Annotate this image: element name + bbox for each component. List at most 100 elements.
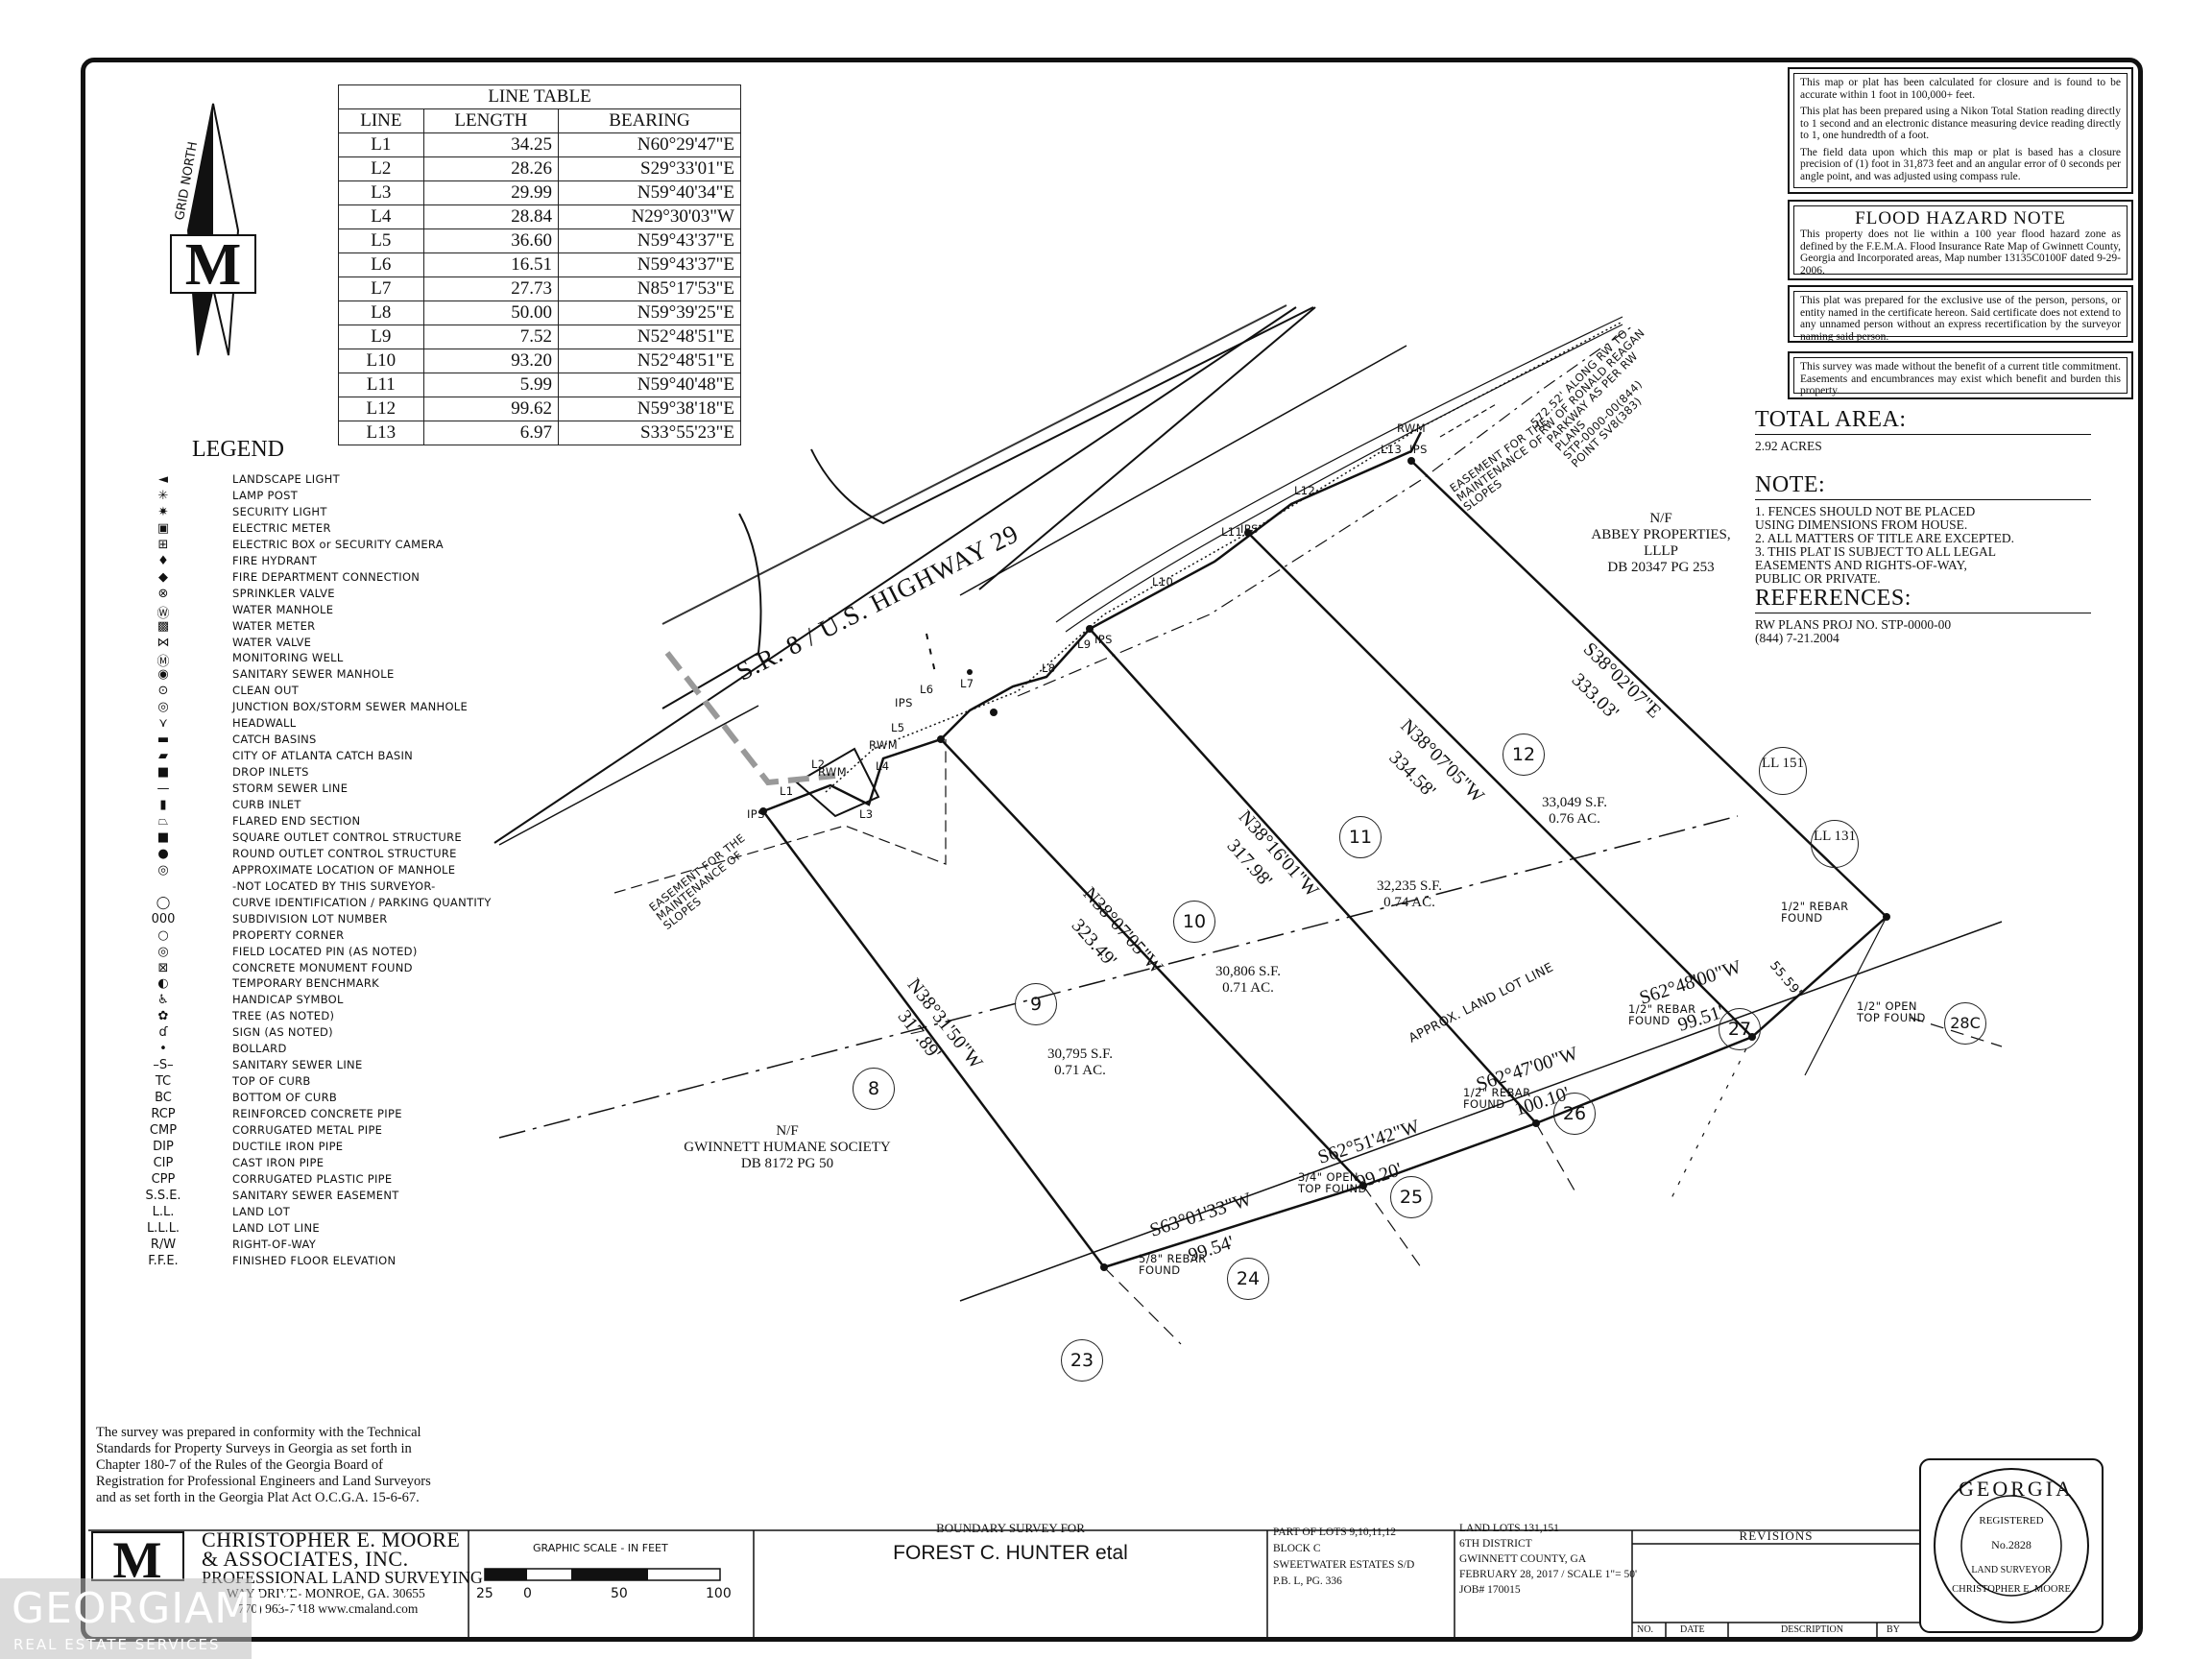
legend-item: ♿HANDICAP SYMBOL	[144, 993, 470, 1009]
abbey-line: N/F	[1649, 511, 1672, 526]
legend-label: SUBDIVISION LOT NUMBER	[232, 911, 388, 926]
legend-item: TC TOP OF CURB	[144, 1074, 470, 1091]
legend-label: CONCRETE MONUMENT FOUND	[232, 960, 413, 974]
legend-symbol-icon: ⋈	[156, 635, 170, 650]
note-heading: NOTE:	[1755, 472, 1826, 497]
legend-symbol-icon: ✿	[157, 1009, 169, 1024]
legend-item: S.S.E.SANITARY SEWER EASEMENT	[144, 1189, 470, 1205]
surveyor-seal	[1919, 1458, 2104, 1633]
legend-item: ●ROUND OUTLET CONTROL STRUCTURE	[144, 847, 470, 863]
pin-line: FOUND	[1139, 1263, 1181, 1277]
lot-number-11: 11	[1339, 816, 1382, 858]
line-table-cell: L11	[338, 373, 424, 397]
line-table-cell: 28.84	[422, 204, 560, 229]
line-table-cell: L2	[338, 156, 424, 181]
humane-line: GWINNETT HUMANE SOCIETY	[684, 1140, 891, 1155]
line-table-header: LINE	[338, 108, 424, 133]
pin-line: 1/2" REBAR	[1781, 900, 1849, 913]
district-info-line: 6TH DISTRICT	[1459, 1538, 1532, 1550]
legend-label: STORM SEWER LINE	[232, 781, 349, 796]
pin-line: FOUND	[1628, 1014, 1671, 1027]
legend-symbol-icon: ○	[157, 927, 169, 943]
scale-tick: 25	[476, 1586, 493, 1601]
legend-label: SPRINKLER VALVE	[232, 586, 335, 600]
legend-item: ▮CURB INLET	[144, 798, 470, 814]
note-list: 1. FENCES SHOULD NOT BE PLACED USING DIM…	[1755, 505, 2014, 586]
legend-symbol-icon: ◯	[156, 895, 171, 910]
use-note-text: This plat was prepared for the exclusive…	[1800, 295, 2121, 343]
legend-symbol-icon: ▮	[159, 798, 167, 812]
legend-item: ⊗SPRINKLER VALVE	[144, 587, 470, 603]
line-table-cell: L13	[338, 421, 424, 445]
line-table-cell: 99.62	[422, 397, 560, 421]
legend-symbol-icon: ■	[156, 765, 170, 781]
pin-line: 3/4" OPEN	[1298, 1170, 1358, 1184]
line-table-cell: N59°38'18"E	[558, 397, 741, 421]
line-table-cell: S33°55'23"E	[558, 421, 741, 445]
legend-symbol-icon: DIP	[153, 1139, 174, 1154]
legend-symbol-icon: ▬	[156, 733, 170, 748]
legend-symbol-icon: ⏢	[157, 813, 169, 829]
legend-symbol-icon: ✷	[157, 504, 169, 519]
lot11-area: 32,235 S.F.0.74 AC.	[1342, 878, 1477, 911]
legend-symbol-icon: ♦	[157, 553, 169, 568]
note-item: 3. THIS PLAT IS SUBJECT TO ALL LEGAL EAS…	[1755, 544, 1996, 586]
legend-label: FLARED END SECTION	[232, 813, 361, 828]
legend-symbol-icon: CPP	[151, 1171, 176, 1187]
legend-symbol-icon: ◎	[157, 700, 169, 715]
legend-symbol-icon: TC	[155, 1074, 172, 1090]
legend-item: L.L.LAND LOT	[144, 1205, 470, 1221]
legend-item: ◯CURVE IDENTIFICATION / PARKING QUANTITY	[144, 895, 492, 912]
legend-label: DROP INLETS	[232, 765, 309, 780]
legend-symbol-icon: S.S.E.	[145, 1188, 181, 1203]
legend-symbol-icon: L.L.L.	[146, 1220, 180, 1236]
legend-symbol-icon: 000	[151, 911, 176, 926]
pin-line: FOUND	[1463, 1097, 1505, 1111]
company-phone: 770) 963-7418 www.cmaland.com	[238, 1601, 419, 1616]
area-ac: 0.74 AC.	[1383, 895, 1435, 910]
line-label-l4: L4	[876, 759, 890, 773]
legend-symbol-icon: ◉	[157, 667, 169, 683]
line-table-cell: 50.00	[422, 301, 560, 325]
line-table-cell: N29°30'03"W	[558, 204, 741, 229]
line-label-l1: L1	[780, 784, 794, 798]
district-info-line: FEBRUARY 28, 2017 / SCALE 1"= 50'	[1459, 1569, 1638, 1580]
area-sf: 30,806 S.F.	[1215, 964, 1281, 979]
pin-line: 1/2" REBAR	[1628, 1002, 1696, 1016]
legend-label: WATER MANHOLE	[232, 602, 334, 616]
legend-label: SANITARY SEWER MANHOLE	[232, 667, 395, 682]
client-name: FOREST C. HUNTER etal	[893, 1542, 1128, 1564]
mls-watermark: GEORGIAMLS REAL ESTATE SERVICES	[0, 1578, 303, 1659]
legend-label: FINISHED FLOOR ELEVATION	[232, 1253, 397, 1267]
lot-number-26: 26	[1553, 1093, 1596, 1135]
legend-item: ◉ SANITARY SEWER MANHOLE	[144, 667, 470, 684]
area-ac: 0.71 AC.	[1222, 980, 1274, 996]
legend-label: MONITORING WELL	[232, 651, 344, 665]
legend-item: •BOLLARD	[144, 1042, 470, 1058]
watermark-line1: GEORGIAMLS	[12, 1584, 304, 1633]
line-table-cell: 36.60	[422, 228, 560, 253]
legend-label: CITY OF ATLANTA CATCH BASIN	[232, 749, 414, 763]
lots-info-line: P.B. L, PG. 336	[1273, 1575, 1342, 1587]
legend-label: TEMPORARY BENCHMARK	[232, 976, 379, 991]
lot-number-10: 10	[1173, 901, 1215, 943]
line-table-cell: 16.51	[422, 252, 560, 277]
legend-label: TOP OF CURB	[232, 1074, 311, 1089]
legend-label: FIELD LOCATED PIN (AS NOTED)	[232, 944, 418, 958]
lots-info: PART OF LOTS 9,10,11,12 BLOCK C SWEETWAT…	[1273, 1525, 1414, 1590]
legend-item: -NOT LOCATED BY THIS SURVEYOR-	[144, 879, 470, 896]
flood-note-title: FLOOD HAZARD NOTE	[1855, 208, 2066, 228]
line-label-l11: L11	[1221, 525, 1243, 539]
rev-col-date: DATE	[1680, 1624, 1705, 1635]
legend-item: ⏢ FLARED END SECTION	[144, 814, 470, 830]
legend-symbol-icon: BC	[155, 1091, 172, 1106]
line-table-header: LENGTH	[422, 108, 560, 133]
